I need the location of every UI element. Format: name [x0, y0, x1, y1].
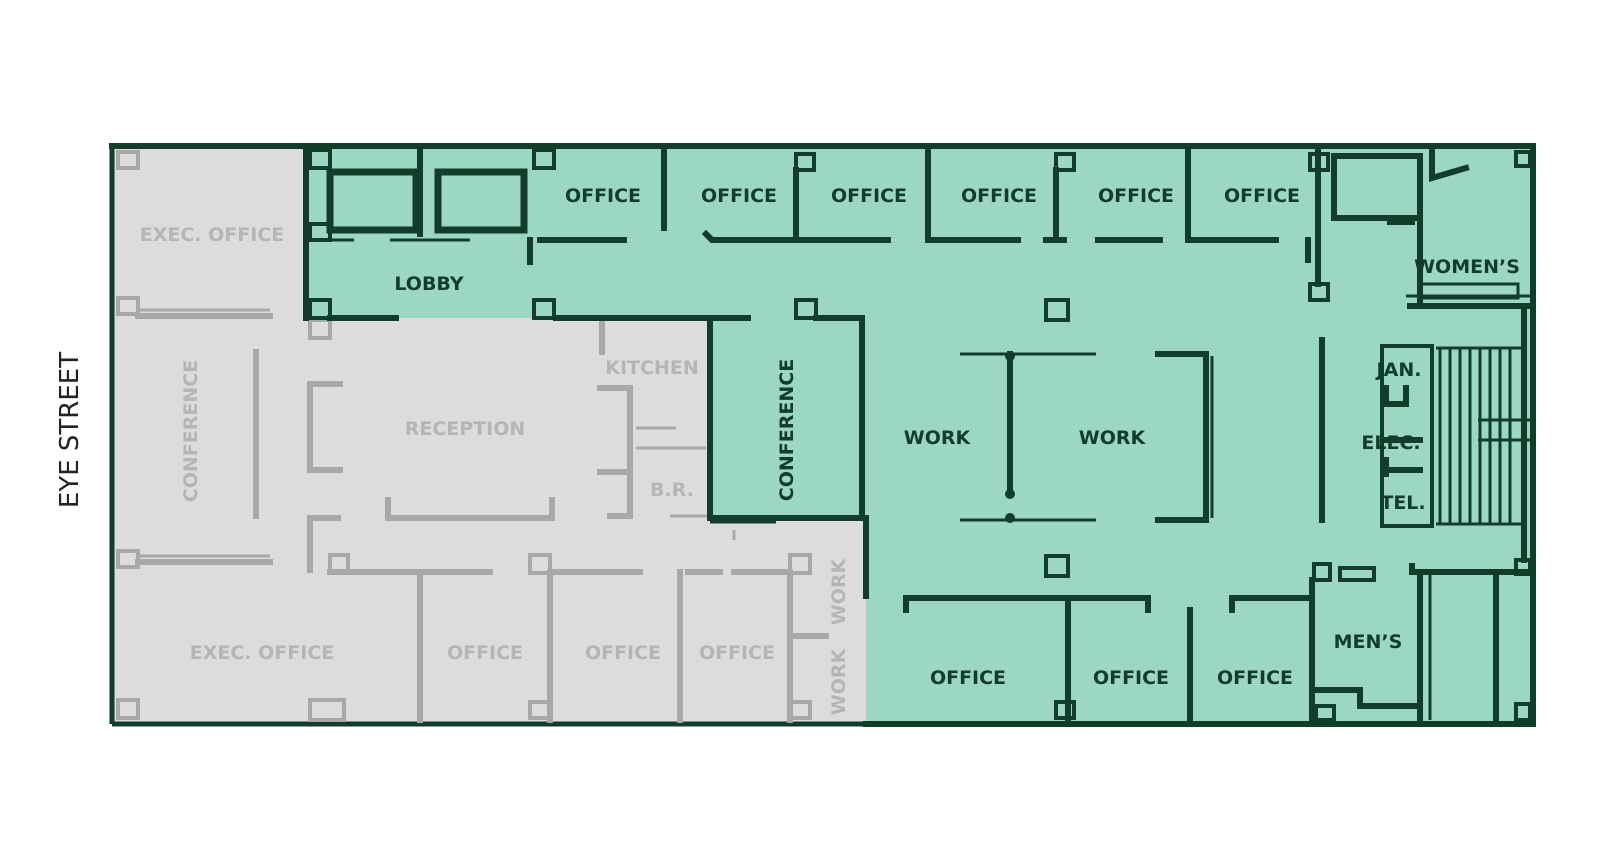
room-office-top-1: OFFICE — [565, 185, 641, 207]
existing-room-labels: EXEC. OFFICE CONFERENCE RECEPTION KITCHE… — [140, 224, 850, 715]
room-office-bottom-1: OFFICE — [930, 667, 1006, 689]
street-label: EYE STREET — [55, 352, 85, 508]
room-tel: TEL. — [1380, 492, 1425, 514]
room-work-1: WORK — [904, 427, 972, 449]
room-office-top-6: OFFICE — [1224, 185, 1300, 207]
room-office-top-2: OFFICE — [701, 185, 777, 207]
room-office-gray-2: OFFICE — [585, 642, 661, 664]
room-mens: MEN’S — [1334, 631, 1403, 653]
room-office-top-3: OFFICE — [831, 185, 907, 207]
room-exec-office-bottom: EXEC. OFFICE — [190, 642, 335, 664]
room-womens: WOMEN’S — [1414, 256, 1520, 278]
room-office-gray-3: OFFICE — [699, 642, 775, 664]
room-office-top-5: OFFICE — [1098, 185, 1174, 207]
room-reception: RECEPTION — [405, 418, 526, 440]
room-work-gray-1: WORK — [828, 557, 850, 625]
room-br: B.R. — [650, 479, 694, 501]
room-office-bottom-3: OFFICE — [1217, 667, 1293, 689]
room-work-gray-2: WORK — [828, 647, 850, 715]
available-space-area — [306, 146, 1533, 724]
room-office-bottom-2: OFFICE — [1093, 667, 1169, 689]
room-work-2: WORK — [1079, 427, 1147, 449]
room-conference-left: CONFERENCE — [180, 360, 202, 502]
room-office-gray-1: OFFICE — [447, 642, 523, 664]
room-elec: ELEC. — [1361, 432, 1420, 454]
room-lobby: LOBBY — [394, 273, 464, 295]
outer-walls — [109, 143, 1536, 727]
available-walls — [303, 147, 1533, 723]
room-jan: JAN. — [1375, 359, 1422, 381]
room-exec-office-top: EXEC. OFFICE — [140, 224, 285, 246]
stair-treads — [1436, 346, 1530, 526]
room-conference-center: CONFERENCE — [776, 359, 798, 501]
available-room-labels: LOBBY OFFICE OFFICE OFFICE OFFICE OFFICE… — [394, 185, 1520, 689]
room-office-top-4: OFFICE — [961, 185, 1037, 207]
room-kitchen: KITCHEN — [605, 357, 698, 379]
existing-walls — [116, 150, 829, 723]
